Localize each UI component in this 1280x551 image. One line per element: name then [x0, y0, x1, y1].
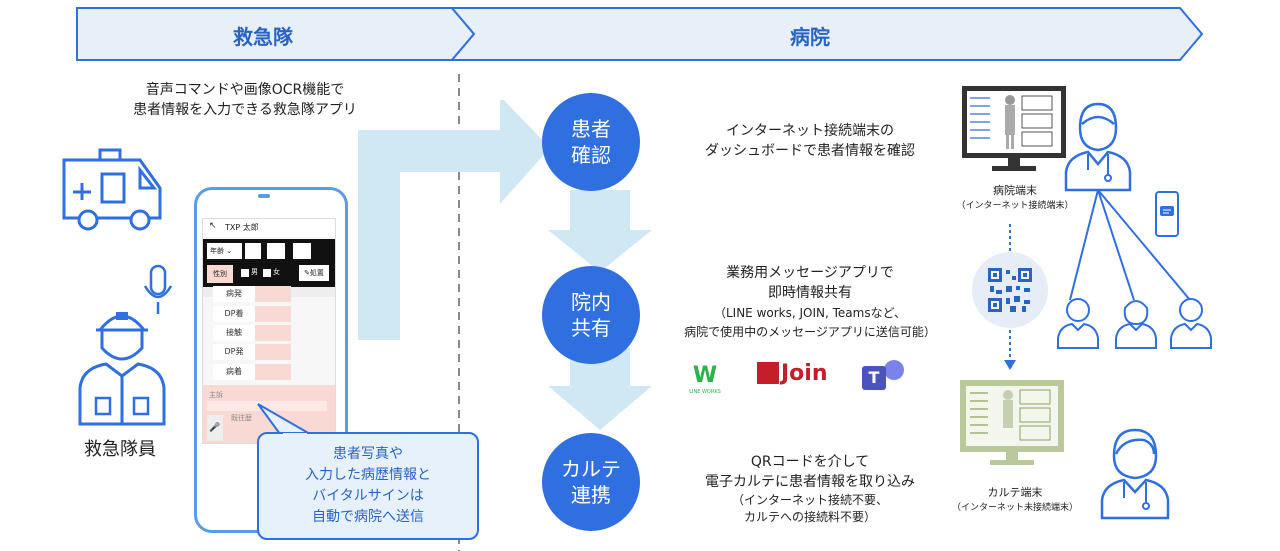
phone-speaker [258, 194, 270, 198]
step-chart-integration: カルテ 連携 [542, 433, 640, 531]
step-arrows [548, 190, 652, 430]
microphone-icon [143, 264, 173, 314]
paramedic-label: 救急隊員 [84, 439, 156, 460]
teams-logo-head [884, 360, 904, 380]
chief-complaint-label: 主訴 [209, 391, 223, 399]
gender-label: 性別 [207, 265, 233, 283]
step2-description: 業務用メッセージアプリで 即時情報共有 [726, 265, 894, 301]
phone-row[interactable]: 病着 [213, 364, 293, 380]
banner-hospital-label: 病院 [790, 25, 830, 49]
male-label: 男 [251, 268, 258, 276]
treatment-button[interactable]: ✎処置 [299, 265, 329, 281]
step2-note: （LINE works, JOIN, Teamsなど、 病院で使用中のメッセージ… [684, 306, 936, 339]
step3-description: QRコードを介して 電子カルテに患者情報を取り込み [705, 454, 915, 490]
doctor-icon [1064, 102, 1132, 192]
banner-hospital-segment [449, 7, 1204, 61]
step1-description: インターネット接続端末の ダッシュボードで患者情報を確認 [705, 123, 915, 159]
chief-complaint-input[interactable] [207, 401, 327, 411]
hospital-terminal-sub: （インターネット接続端末） [956, 201, 1074, 211]
phone-row[interactable]: DP発 [213, 344, 293, 360]
chart-terminal-sub: （インターネット未接続端末） [951, 503, 1078, 513]
auto-send-bubble: 患者写真や 入力した病歴情報と バイタルサインは 自動で病院へ送信 [257, 432, 479, 540]
app-caption: 音声コマンドや画像OCR機能で 患者情報を入力できる救急隊アプリ [133, 82, 357, 118]
staff-doctor-2-icon [1170, 298, 1212, 349]
back-icon[interactable]: ↖ [209, 221, 217, 231]
patient-name-field[interactable]: TXP 太郎 [225, 223, 259, 232]
day-input[interactable] [293, 243, 311, 259]
month-input[interactable] [267, 243, 285, 259]
female-checkbox[interactable] [263, 269, 271, 277]
step3-note: （インターネット接続不要、 カルテへの接続料不要） [731, 493, 888, 524]
female-label: 女 [273, 268, 280, 276]
banner-ambulance-label: 救急隊 [233, 25, 293, 49]
chart-terminal-label: カルテ端末 [987, 486, 1043, 499]
lineworks-logo-text: LINE WORKS [689, 389, 721, 395]
mobile-message-icon [1155, 191, 1179, 237]
chart-monitor-icon [960, 380, 1064, 465]
male-checkbox[interactable] [241, 269, 249, 277]
send-arrow [330, 100, 550, 340]
qr-code-icon [988, 268, 1032, 312]
teams-logo: T [862, 366, 886, 390]
join-logo-text: Join [781, 361, 828, 386]
age-select[interactable]: 年齢 ⌄ [207, 243, 242, 259]
staff-network [1069, 189, 1191, 301]
paramedic-icon [78, 312, 166, 426]
microphone-button[interactable]: 🎤 [207, 415, 223, 441]
history-label: 既往歴 [231, 414, 252, 422]
step-hospital-share: 院内 共有 [542, 266, 640, 364]
lineworks-logo: W [692, 363, 718, 388]
hospital-monitor-icon [962, 86, 1066, 171]
phone-row[interactable]: 接触 [213, 325, 293, 341]
staff-nurse-icon [1115, 300, 1157, 349]
phone-row[interactable]: 病発 [213, 286, 293, 302]
nurse-icon [1100, 428, 1170, 520]
phone-row[interactable]: DP着 [213, 306, 293, 322]
step-patient-confirm: 患者 確認 [542, 93, 640, 191]
ambulance-icon [62, 148, 162, 231]
staff-doctor-icon [1057, 298, 1099, 349]
hospital-terminal-label: 病院端末 [993, 184, 1037, 197]
join-logo-icon [757, 362, 779, 384]
flow-banner [76, 7, 1204, 61]
qr-transfer-line [1004, 224, 1016, 370]
age-input[interactable] [245, 243, 261, 259]
